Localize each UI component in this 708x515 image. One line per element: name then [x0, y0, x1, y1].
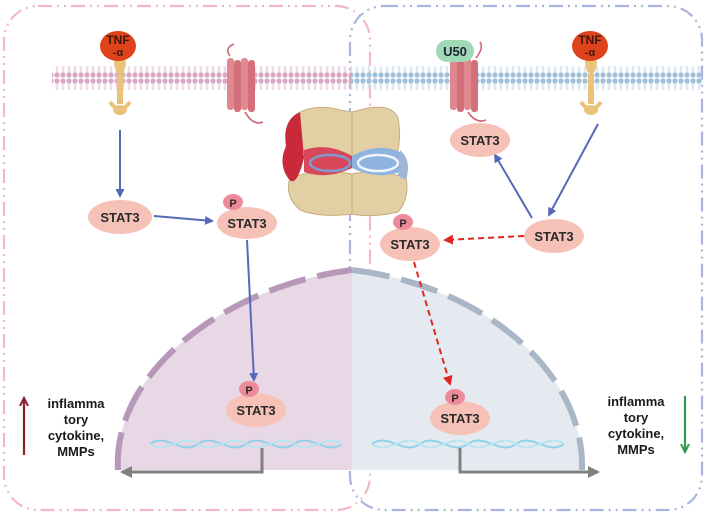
p-stat3-nuclear-right: P STAT3: [430, 389, 490, 435]
stat3-label: STAT3: [100, 210, 139, 225]
outcome-right-line2: tory: [624, 410, 649, 425]
right-panel-border: [348, 4, 704, 512]
phospho-label: P: [229, 198, 236, 210]
phospho-group-icon: [223, 194, 243, 210]
arrow-transcription-right: [458, 448, 600, 478]
tnf-alpha-ligand-left: TNF -α: [100, 31, 136, 61]
stat3-label: STAT3: [460, 133, 499, 148]
p-stat3-node-right: P STAT3: [380, 214, 440, 261]
tnf-label-left-line1: TNF: [106, 33, 129, 47]
arrow-stat3-phosphorylation-left: [153, 215, 214, 225]
stat3-label: STAT3: [227, 216, 266, 231]
arrow-stat3-to-u50-bound-stat3: [493, 153, 533, 219]
cell-membrane-right: [352, 66, 702, 92]
p-stat3-node-left: P STAT3: [217, 194, 277, 239]
arrow-tnf-to-stat3-right: [548, 123, 599, 217]
arrow-inhibited-phosphorylation: [443, 234, 525, 245]
phospho-group-icon: [445, 389, 465, 405]
stat3-label: STAT3: [390, 237, 429, 252]
tnf-label-right-line2: -α: [585, 47, 596, 59]
nucleus-right: [352, 267, 586, 471]
outcome-left-line2: tory: [64, 412, 89, 427]
u50-label: U50: [443, 44, 467, 59]
outcome-right-line3: cytokine,: [608, 426, 664, 441]
p-stat3-nuclear-left: P STAT3: [226, 381, 286, 427]
phospho-group-icon: [393, 214, 413, 230]
phospho-label: P: [451, 393, 458, 405]
left-panel-border: [2, 4, 372, 512]
tnf-label-left-line2: -α: [113, 47, 124, 59]
dna-helix-right: [371, 439, 565, 449]
tnf-label-right-line1: TNF: [578, 33, 601, 47]
phospho-label: P: [399, 218, 406, 230]
tnf-alpha-ligand-right: TNF -α: [572, 31, 608, 61]
stat3-node-right: STAT3: [524, 219, 584, 253]
outcome-left-line1: inflamma: [47, 396, 105, 411]
outcome-right-line4: MMPs: [617, 442, 655, 457]
u50-compound: U50: [436, 40, 474, 62]
tnf-receptor-right: [579, 58, 603, 115]
nucleus-left: [114, 267, 352, 471]
stat3-label: STAT3: [534, 229, 573, 244]
outcome-text-right: inflamma tory cytokine, MMPs: [607, 394, 665, 457]
stat3-label: STAT3: [440, 411, 479, 426]
outcome-left-line4: MMPs: [57, 444, 95, 459]
stat3-u50-bound-node: STAT3: [450, 123, 510, 157]
stat3-label: STAT3: [236, 403, 275, 418]
outcome-text-left: inflamma tory cytokine, MMPs: [47, 396, 105, 459]
stat3-node-left: STAT3: [88, 200, 152, 234]
gpcr-receptor-left: [226, 43, 264, 124]
outcome-left-line3: cytokine,: [48, 428, 104, 443]
knee-joint-illustration: [282, 106, 408, 217]
arrow-inhibited-translocation: [413, 261, 453, 386]
phospho-group-icon: [239, 381, 259, 397]
tnf-receptor-left: [108, 58, 132, 115]
phospho-label: P: [245, 385, 252, 397]
outcome-right-line1: inflamma: [607, 394, 665, 409]
arrow-transcription-left: [120, 448, 264, 478]
dna-helix-left: [149, 439, 343, 449]
cell-membrane-left: [52, 66, 352, 92]
arrow-pstat3-to-nucleus-left: [246, 239, 259, 382]
